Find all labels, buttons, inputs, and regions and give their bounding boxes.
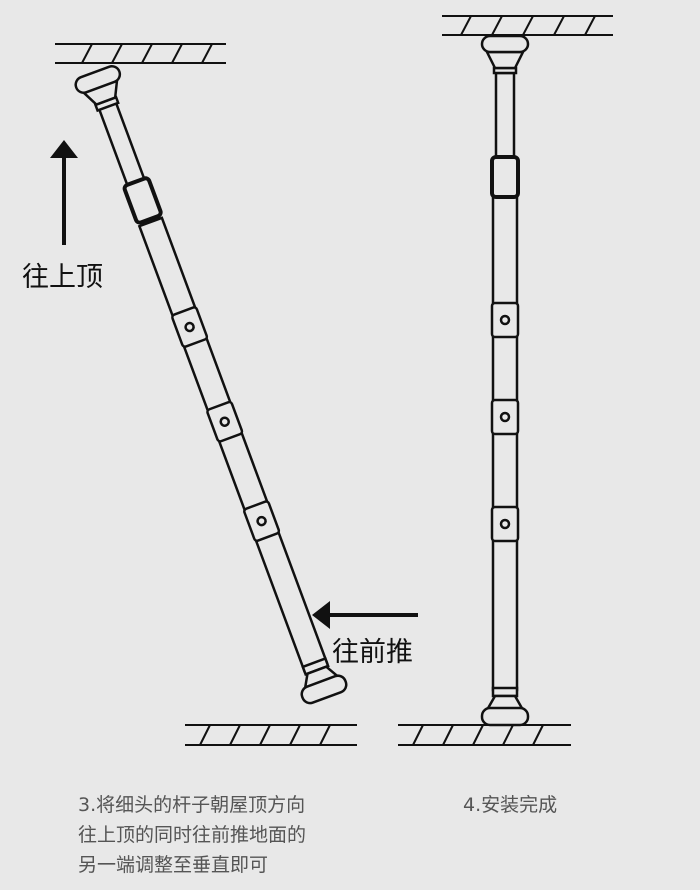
joint bbox=[490, 398, 520, 436]
vertical-pole bbox=[480, 34, 530, 727]
joint bbox=[243, 500, 281, 542]
push-forward-label: 往前推 bbox=[332, 637, 413, 668]
joint bbox=[490, 301, 520, 339]
tilted-pole bbox=[74, 65, 348, 705]
joint bbox=[171, 306, 209, 348]
joint bbox=[490, 505, 520, 543]
ceiling-right bbox=[442, 15, 613, 36]
step3-caption: 3.将细头的杆子朝屋顶方向 往上顶的同时往前推地面的 另一端调整至垂直即可 bbox=[78, 790, 306, 880]
step3-line: 3.将细头的杆子朝屋顶方向 bbox=[78, 794, 306, 816]
sleeve bbox=[490, 155, 520, 199]
step3-line: 往上顶的同时往前推地面的 bbox=[78, 824, 307, 846]
sleeve bbox=[122, 176, 163, 225]
arrow-left-icon bbox=[312, 601, 418, 629]
ceiling-left bbox=[55, 43, 226, 64]
floor-right bbox=[398, 724, 571, 746]
push-up-label: 往上顶 bbox=[22, 262, 103, 293]
step4-caption: 4.安装完成 bbox=[463, 794, 558, 816]
arrow-up-icon bbox=[50, 140, 78, 245]
joint bbox=[206, 400, 244, 443]
floor-left bbox=[185, 724, 357, 746]
step3-line: 另一端调整至垂直即可 bbox=[78, 854, 269, 876]
